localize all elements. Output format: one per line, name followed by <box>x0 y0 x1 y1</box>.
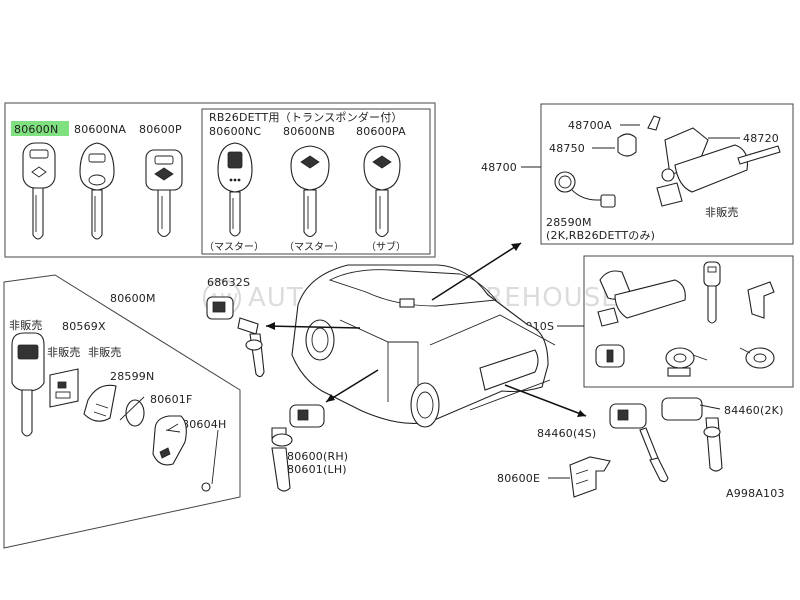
part-label-80600p[interactable]: 80600P <box>139 123 182 136</box>
not-for-sale-remote-3: 非販売 <box>88 346 122 359</box>
not-for-sale-remote-2: 非販売 <box>47 346 81 359</box>
highlighted-part-label <box>11 121 69 136</box>
not-for-sale-remote-1: 非販売 <box>9 319 43 332</box>
remote-board-icon <box>49 368 79 408</box>
part-label-80569x[interactable]: 80569X <box>62 320 106 333</box>
key-80600nb-icon <box>290 145 330 238</box>
arrows <box>265 242 587 417</box>
part-label-80600nc[interactable]: 80600NC <box>209 125 261 138</box>
lockset-bracket-icon <box>747 281 775 319</box>
keys-box: 80600N 80600NA 80600P RB26 <box>4 102 436 258</box>
ignition-switch-icon <box>617 115 781 207</box>
ignition-box: 48700A 48750 48720 28590M (2K,RB26DETTのみ… <box>481 103 794 245</box>
part-label-80600n[interactable]: 80600N <box>14 123 58 136</box>
part-label-48700[interactable]: 48700 <box>481 161 517 174</box>
part-label-80600pa[interactable]: 80600PA <box>356 125 406 138</box>
part-label-48750[interactable]: 48750 <box>549 142 585 155</box>
caption-sub: （サブ） <box>366 240 406 253</box>
part-label-80600m[interactable]: 80600M <box>110 292 156 305</box>
remote-cover-icon <box>152 415 187 466</box>
door-lock-cylinder-icon <box>271 404 325 492</box>
lockset-box: 80010S <box>511 255 794 388</box>
key-80600p-icon <box>145 149 183 238</box>
part-label-28590m[interactable]: 28590M <box>546 216 592 229</box>
trunk-lock-4s-icon <box>609 403 669 483</box>
rb26-header: RB26DETT用（トランスポンダー付） <box>209 110 403 124</box>
part-label-80600e[interactable]: 80600E <box>497 472 540 485</box>
lockset-cylinder-1-icon <box>595 344 625 368</box>
fuel-lid-lock-icon <box>206 296 265 378</box>
remote-case-icon <box>83 384 117 422</box>
part-label-80601f[interactable]: 80601F <box>150 393 193 406</box>
part-label-80600nb[interactable]: 80600NB <box>283 125 335 138</box>
part-label-80600na[interactable]: 80600NA <box>74 123 126 136</box>
trunk-bracket-icon <box>569 456 611 498</box>
lockset-cylinder-3-icon <box>739 347 775 369</box>
diagram-code: A998A103 <box>726 487 785 500</box>
part-label-48720[interactable]: 48720 <box>743 132 779 145</box>
key-80600pa-icon <box>363 145 401 238</box>
caption-master-2: （マスター） <box>284 241 344 253</box>
part-label-80601lh[interactable]: 80601(LH) <box>287 463 347 476</box>
caption-master-1: （マスター） <box>204 241 264 253</box>
screw-icon <box>201 429 219 492</box>
part-label-48700a[interactable]: 48700A <box>568 119 612 132</box>
key-80600na-icon <box>79 142 115 240</box>
not-for-sale-ignition: 非販売 <box>705 206 739 219</box>
lockset-ignition-icon <box>597 270 686 327</box>
part-label-68632s[interactable]: 68632S <box>207 276 250 289</box>
trunk-lock-2k-icon <box>661 397 723 472</box>
part-label-84460-4s[interactable]: 84460(4S) <box>537 427 596 440</box>
ignition-note: (2K,RB26DETTのみ) <box>546 229 655 242</box>
lockset-cylinder-2-icon <box>665 347 708 377</box>
battery-icon <box>125 399 145 427</box>
remote-key-icon <box>11 332 45 437</box>
antenna-ring-icon <box>554 171 616 208</box>
key-80600nc-icon <box>217 142 253 237</box>
part-label-84460-2k[interactable]: 84460(2K) <box>724 404 784 417</box>
lockset-key-icon <box>703 261 721 324</box>
part-label-80600rh[interactable]: 80600(RH) <box>287 450 348 463</box>
part-label-80604h[interactable]: 80604H <box>182 418 226 431</box>
remote-box: 80600M 非販売 80569X 非販売 非販売 28599N 80601F … <box>3 274 241 549</box>
key-80600n-icon <box>22 142 56 240</box>
part-label-28599n[interactable]: 28599N <box>110 370 154 383</box>
